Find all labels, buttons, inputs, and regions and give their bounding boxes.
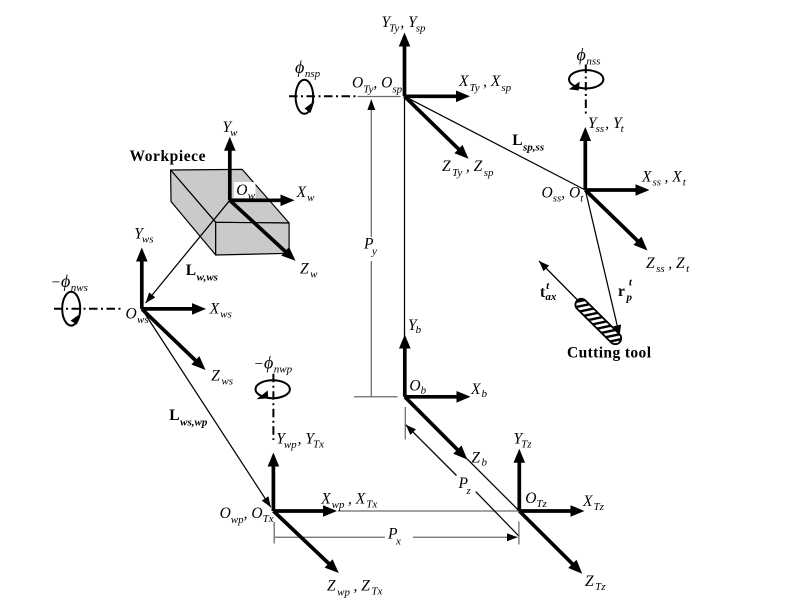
svg-text:Yws: Yws — [134, 225, 153, 245]
svg-text:Lws,wp: Lws,wp — [169, 407, 208, 429]
svg-text:−ϕnwp: −ϕnwp — [254, 353, 293, 376]
svg-text:Zss, Zt: Zss, Zt — [646, 255, 690, 275]
svg-text:Zw: Zw — [300, 260, 318, 280]
svg-text:Xss, Xt: Xss, Xt — [641, 169, 687, 189]
svg-text:XTz: XTz — [582, 493, 605, 513]
svg-text:ZTz: ZTz — [585, 573, 606, 593]
svg-text:Workpiece: Workpiece — [130, 148, 206, 165]
svg-text:−ϕnws: −ϕnws — [51, 271, 88, 294]
svg-text:Yw: Yw — [223, 119, 239, 139]
svg-text:Xb: Xb — [470, 381, 487, 400]
svg-text:Yss, Yt: Yss, Yt — [588, 115, 625, 135]
svg-text:Py: Py — [363, 236, 377, 258]
svg-text:Zb: Zb — [471, 449, 487, 468]
svg-text:Cutting tool: Cutting tool — [567, 345, 652, 362]
svg-text:Pz: Pz — [458, 475, 472, 497]
svg-text:ZTy, Zsp: ZTy, Zsp — [442, 158, 494, 179]
svg-text:XTy, Xsp: XTy, Xsp — [458, 73, 512, 94]
svg-text:Owp, OTx: Owp, OTx — [220, 505, 274, 526]
svg-text:OTz: OTz — [525, 490, 547, 510]
svg-text:Zwp, ZTx: Zwp, ZTx — [327, 578, 382, 599]
svg-text:Px: Px — [387, 525, 401, 547]
svg-text:Lsp,ss: Lsp,ss — [512, 132, 544, 154]
svg-text:Xws: Xws — [209, 300, 232, 320]
svg-text:Ob: Ob — [409, 377, 426, 396]
svg-text:ϕnsp: ϕnsp — [295, 57, 321, 80]
svg-text:rtp: rtp — [618, 277, 633, 304]
svg-text:ϕnss: ϕnss — [577, 45, 601, 68]
svg-text:OTy, Osp: OTy, Osp — [352, 75, 403, 96]
svg-text:YTy, Ysp: YTy, Ysp — [382, 14, 426, 35]
svg-text:Xw: Xw — [296, 184, 315, 204]
svg-text:YTz: YTz — [514, 431, 533, 451]
svg-text:Yb: Yb — [408, 317, 422, 336]
svg-text:Lw,ws: Lw,ws — [186, 262, 218, 284]
svg-text:Oss, Ot: Oss, Ot — [542, 185, 585, 205]
svg-text:Ywp, YTx: Ywp, YTx — [276, 430, 324, 451]
svg-text:Zws: Zws — [211, 367, 233, 387]
